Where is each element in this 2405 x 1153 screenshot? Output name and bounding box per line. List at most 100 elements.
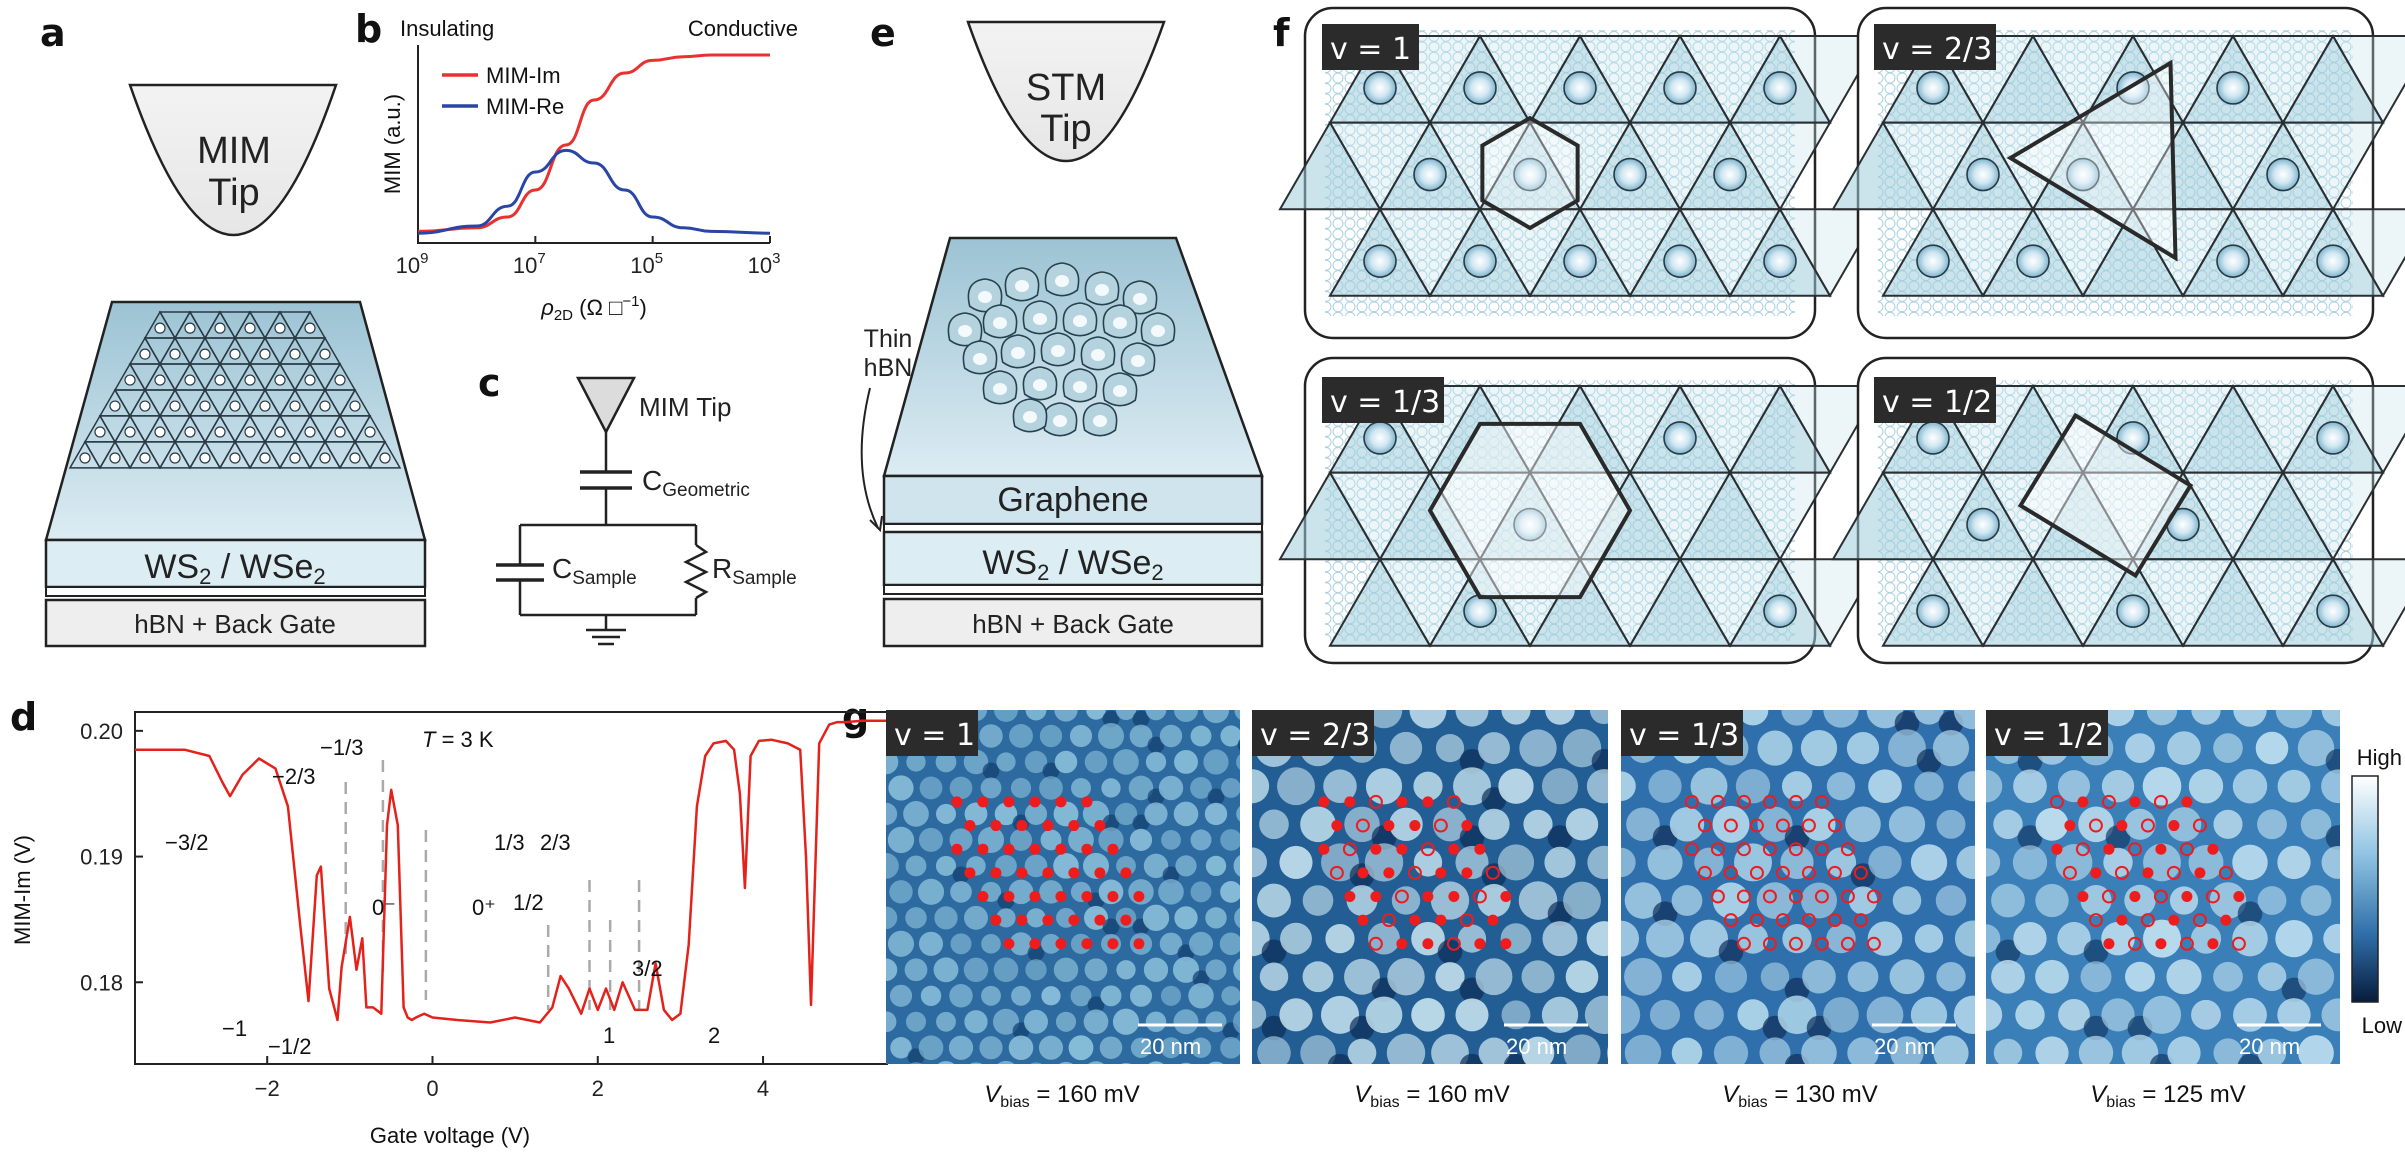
- vbias-2: Vbias = 160 mV: [1354, 1081, 1509, 1111]
- panel-g-labels: v = 1 v = 2/3 v = 1/3 v = 1/2 20 nm 20 n…: [886, 710, 2402, 1111]
- layer-hbn-back-gate-label: hBN + Back Gate: [134, 609, 336, 639]
- vbias-4: Vbias = 125 mV: [2090, 1081, 2245, 1111]
- stm-image-2: [1252, 710, 1608, 1064]
- temperature-label: T = 3 K: [422, 727, 494, 752]
- scale-bar-3: 20 nm: [1874, 1034, 1935, 1059]
- panel-label-d: d: [10, 695, 37, 739]
- panel-g: [886, 710, 2340, 1064]
- colorbar: [2351, 775, 2379, 1003]
- r-sample-label: RSample: [712, 553, 797, 589]
- insulating-label: Insulating: [400, 16, 494, 41]
- legend-mim-im: MIM-Im: [486, 63, 561, 88]
- layer-hbn-back-gate: [44, 598, 427, 648]
- f-lattice-2: [1831, 6, 2405, 340]
- colorbar-low: Low: [2362, 1013, 2402, 1038]
- g-filling-3: v = 1/3: [1629, 718, 1739, 753]
- stm-image-4: [1986, 710, 2340, 1064]
- f-lattice-1: [1278, 6, 1882, 340]
- plot-d-ytick: 0.19: [80, 845, 123, 870]
- stm-image-3: [1621, 710, 1975, 1064]
- plot-b-xtick: 103: [748, 250, 781, 278]
- plot-b-xtick: 107: [513, 250, 546, 278]
- filling-annotation: −3/2: [165, 830, 208, 855]
- conductive-label: Conductive: [688, 16, 798, 41]
- circuit-tip-label: MIM Tip: [639, 392, 731, 422]
- layer-hbn-back-gate-e: [882, 597, 1264, 648]
- plot-d-frame: [134, 711, 888, 1065]
- filling-annotation: 0⁺: [472, 895, 496, 920]
- plot-d-ytick: 0.18: [80, 970, 123, 995]
- filling-annotation: 1: [603, 1023, 615, 1048]
- filling-annotation: −2/3: [272, 764, 315, 789]
- stm-image-1: [886, 710, 1240, 1064]
- filling-annotation: −1/3: [320, 735, 363, 760]
- filling-annotation: 1/3: [494, 830, 525, 855]
- f-lattice-3: [1278, 356, 1882, 665]
- g-filling-4: v = 1/2: [1994, 718, 2104, 753]
- vbias-3: Vbias = 130 mV: [1722, 1081, 1877, 1111]
- resistor-icon: [683, 543, 709, 600]
- filling-annotation: 1/2: [513, 890, 544, 915]
- layer-ws2-wse2-label: WS2 / WSe2: [144, 548, 325, 589]
- plot-d-xtick: 4: [757, 1076, 769, 1101]
- f-filling-1: v = 1: [1330, 32, 1411, 67]
- plot-d-xtick: −2: [255, 1076, 280, 1101]
- series-mim-im-gate: [135, 719, 887, 1024]
- filling-annotation: 2: [708, 1023, 720, 1048]
- layer-graphene-label: Graphene: [997, 481, 1148, 519]
- panel-f: [1278, 6, 2405, 665]
- c-geometric-label: CGeometric: [642, 465, 750, 501]
- panel-label-g: g: [842, 695, 869, 739]
- plot-d-xtick: 0: [426, 1076, 438, 1101]
- thin-hbn-label-2: hBN: [864, 354, 913, 382]
- scale-bar-1: 20 nm: [1140, 1034, 1201, 1059]
- c-sample-label: CSample: [552, 553, 637, 589]
- panel-a: MIM Tip WS2 / WSe2 hBN + Back Gate: [44, 83, 427, 648]
- plot-d-xlabel: Gate voltage (V): [370, 1123, 530, 1148]
- thin-hbn-arrow: [860, 387, 879, 529]
- plot-d-ylabel: MIM-Im (V): [10, 835, 35, 945]
- filling-annotation: 2/3: [540, 830, 571, 855]
- stm-tip-label-2: Tip: [1040, 108, 1091, 150]
- g-filling-2: v = 2/3: [1260, 718, 1370, 753]
- electron-crystal-icon: [947, 262, 1176, 437]
- panel-e: STM Tip Graphene WS2 / WSe2 hBN + Back G…: [860, 20, 1264, 648]
- layer-graphene: [882, 474, 1264, 526]
- plot-b-xlabel: ρ2D (Ω □−1): [540, 293, 647, 324]
- stm-tip-icon: [966, 20, 1166, 163]
- plot-d-ytick: 0.20: [80, 719, 123, 744]
- f-filling-3: v = 1/3: [1330, 385, 1440, 420]
- scale-bar-4: 20 nm: [2239, 1034, 2300, 1059]
- series-mim-re: [418, 148, 770, 235]
- filling-annotation: 0⁻: [372, 895, 396, 920]
- moire-lattice-icon: [68, 310, 402, 470]
- f-filling-2: v = 2/3: [1882, 32, 1992, 67]
- filling-annotation: 3/2: [632, 956, 663, 981]
- layer-ws2-wse2-e-label: WS2 / WSe2: [982, 544, 1163, 585]
- panel-label-a: a: [40, 11, 66, 55]
- panel-label-e: e: [870, 11, 896, 55]
- scale-bar-2: 20 nm: [1506, 1034, 1567, 1059]
- plot-d-xtick: 2: [592, 1076, 604, 1101]
- filling-annotation: −1: [222, 1016, 247, 1041]
- thin-hbn-label-1: Thin: [864, 325, 913, 353]
- panel-d: 0.20 0.19 0.18 −2 0 2 4 −3/2 −2/3−1/3 −1 −1/2 0⁻ 0⁺…: [10, 711, 888, 1148]
- plot-b-xtick: 105: [630, 250, 663, 278]
- mim-tip-label-1: MIM: [197, 130, 271, 172]
- circuit-tip-icon: [575, 376, 637, 435]
- layer-ws2-wse2: [44, 538, 427, 589]
- panel-label-b: b: [355, 7, 382, 51]
- f-lattice-4: [1831, 356, 2405, 665]
- mim-tip-icon: [128, 83, 338, 236]
- filling-annotation: −1/2: [268, 1034, 311, 1059]
- panel-label-c: c: [478, 361, 501, 405]
- layer-ws2-wse2-e: [882, 530, 1264, 587]
- panel-f-labels: v = 1 v = 2/3 v = 1/3 v = 1/2: [1322, 24, 1996, 423]
- mim-tip-label-2: Tip: [208, 172, 259, 214]
- colorbar-high: High: [2357, 745, 2402, 770]
- plot-b-ylabel: MIM (a.u.): [380, 94, 405, 194]
- g-filling-1: v = 1: [894, 718, 975, 753]
- series-mim-im: [418, 53, 770, 233]
